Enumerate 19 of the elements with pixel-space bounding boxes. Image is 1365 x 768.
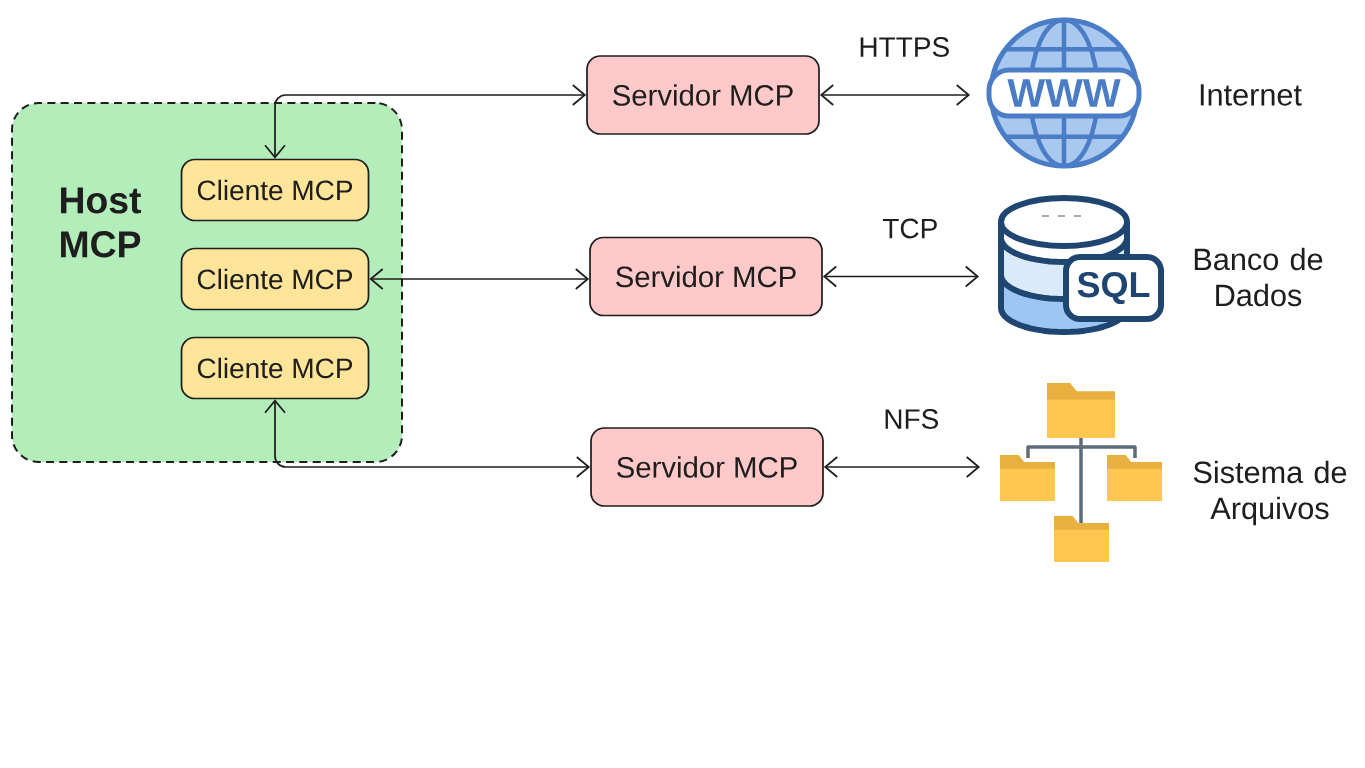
folder-tree-icon — [1000, 383, 1162, 562]
icon-caption: Banco de Dados — [1194, 247, 1323, 307]
arrow — [822, 265, 980, 288]
arrow — [264, 399, 591, 478]
process-box: Servidor MCP — [590, 427, 824, 507]
arrow — [369, 268, 590, 290]
process-box: Cliente MCP — [180, 336, 370, 400]
arrow — [819, 84, 971, 106]
icon-caption: Sistema de Arquivos — [1193, 460, 1347, 526]
process-box: Cliente MCP — [180, 247, 370, 311]
edge-label: TCP — [879, 215, 941, 242]
arrow — [823, 456, 981, 478]
icon-caption: Internet — [1200, 84, 1302, 106]
process-box: Servidor MCP — [589, 236, 823, 317]
edge-label: NFS — [880, 406, 942, 432]
process-box: Servidor MCP — [586, 55, 820, 135]
edge-label: HTTPS — [855, 34, 953, 60]
arrow — [264, 84, 587, 159]
process-box: Cliente MCP — [180, 158, 370, 222]
